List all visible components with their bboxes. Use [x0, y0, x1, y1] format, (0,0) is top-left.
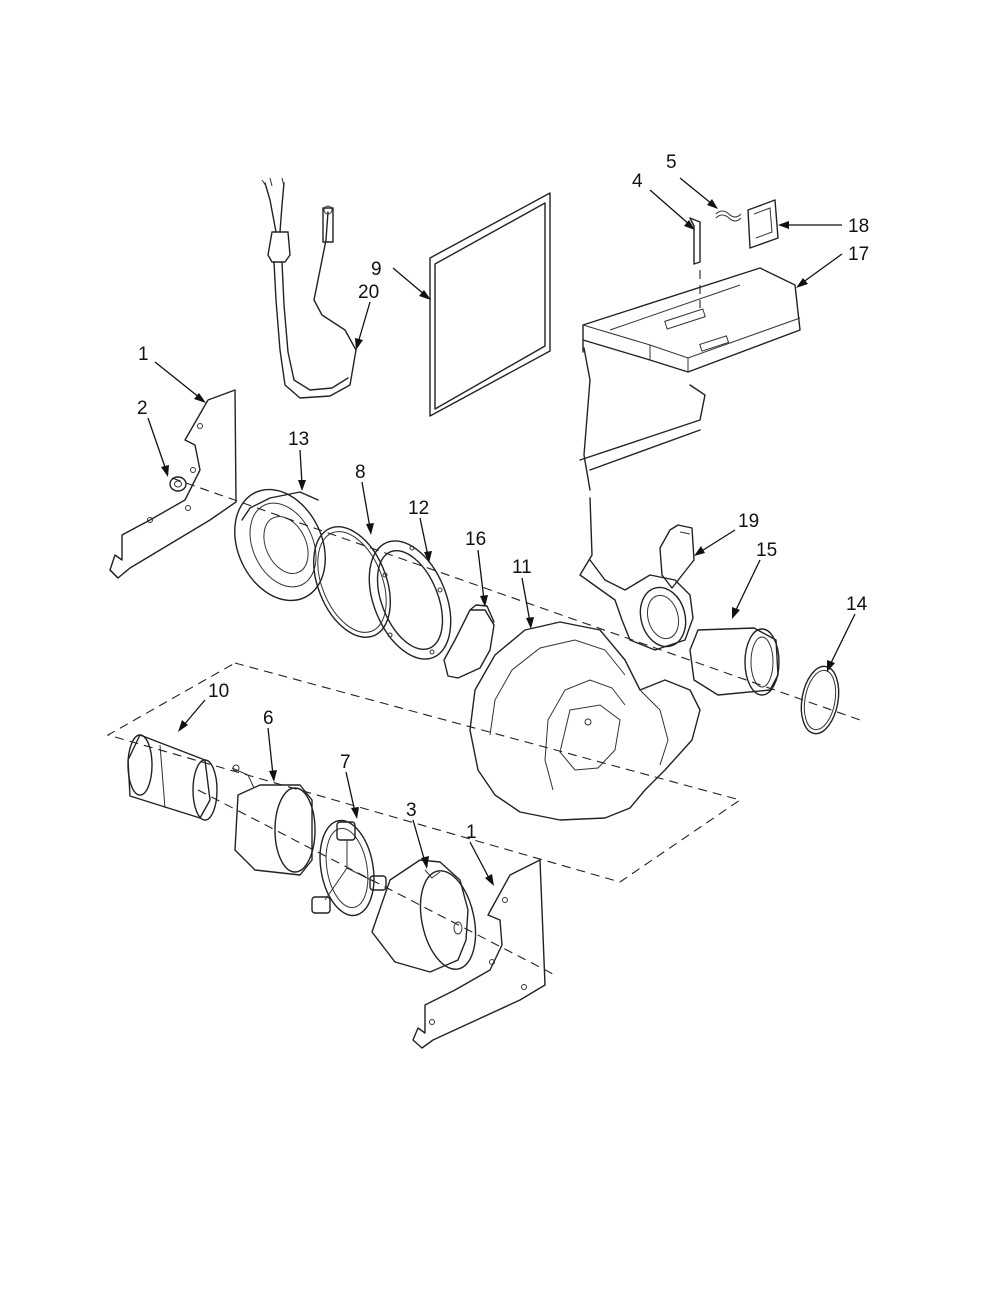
grease-filter	[429, 192, 551, 417]
motor-plate	[371, 859, 477, 973]
label-part-19: 19	[738, 511, 759, 532]
assembly-outline	[106, 662, 742, 883]
flex-duct	[689, 627, 780, 696]
label-part-14: 14	[846, 594, 868, 615]
mounting-bracket-upper	[109, 389, 237, 579]
damper-door	[659, 524, 695, 589]
part-number-labels: 1 2 13 8 12 16 11 9 20 4 5 18 17 19 15 1…	[137, 152, 869, 843]
duct-transition	[579, 497, 694, 651]
mounting-frame	[579, 267, 801, 491]
grommet	[169, 476, 187, 492]
label-part-16: 16	[465, 529, 486, 550]
centerlines	[171, 270, 861, 976]
mounting-bracket-lower	[412, 859, 546, 1049]
label-part-6: 6	[263, 708, 274, 729]
blower-housing	[469, 621, 701, 821]
label-part-9: 9	[371, 259, 382, 280]
label-part-2: 2	[137, 398, 148, 419]
label-part-20: 20	[358, 282, 379, 303]
gasket-ring	[313, 526, 391, 638]
label-part-17: 17	[848, 244, 869, 265]
label-part-13: 13	[288, 429, 309, 450]
label-part-8: 8	[355, 462, 366, 483]
blower-motor	[231, 764, 316, 876]
clip	[715, 210, 742, 222]
label-part-5: 5	[666, 152, 677, 173]
screw	[689, 217, 701, 265]
bracket-small	[747, 199, 779, 249]
label-part-1-upper: 1	[138, 344, 149, 365]
label-part-1-lower: 1	[466, 822, 477, 843]
label-part-10: 10	[208, 681, 229, 702]
label-part-12: 12	[408, 498, 429, 519]
duct-clamp	[800, 665, 840, 735]
label-part-7: 7	[340, 752, 351, 773]
label-part-15: 15	[756, 540, 777, 561]
power-cord	[261, 177, 357, 399]
label-part-11: 11	[512, 557, 532, 578]
label-part-4: 4	[632, 171, 643, 192]
label-part-18: 18	[848, 216, 869, 237]
blower-wheel	[127, 734, 218, 821]
leader-arrows	[147, 177, 856, 886]
mounting-ring	[368, 540, 452, 660]
label-part-3: 3	[406, 800, 417, 821]
damper-housing	[234, 488, 326, 602]
damper-plate	[443, 604, 495, 679]
